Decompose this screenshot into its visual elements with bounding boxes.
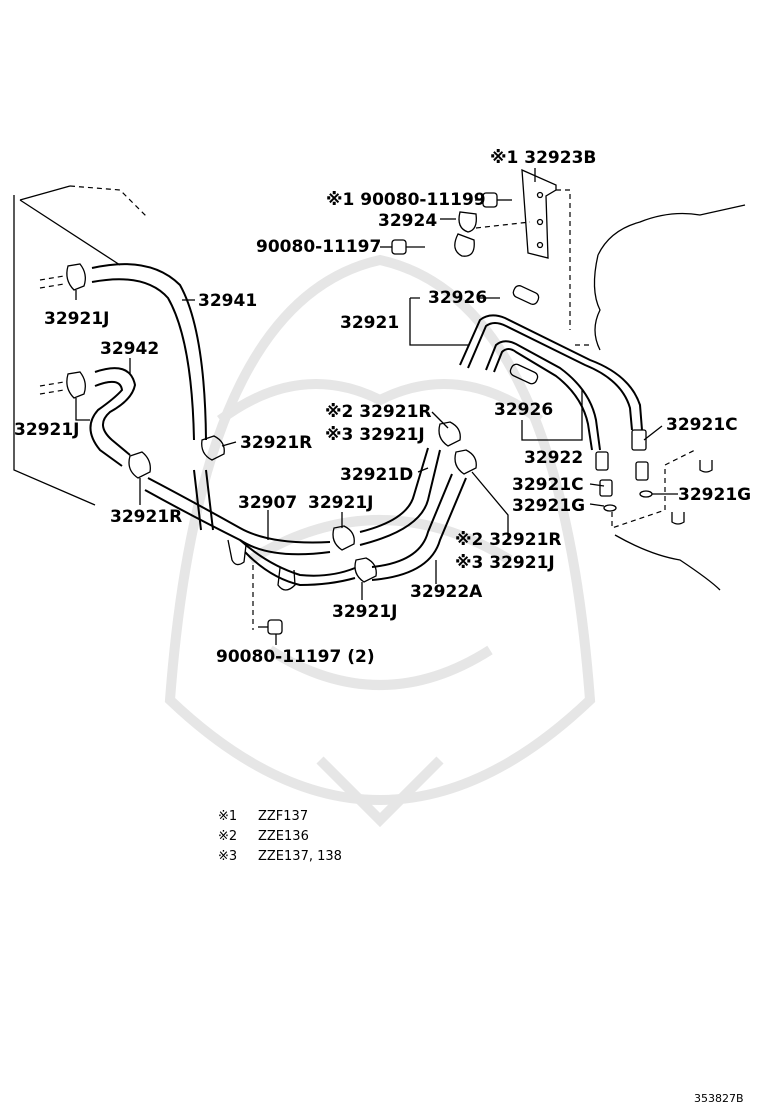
label-32921c-upper: 32921C (666, 415, 738, 435)
label-32921r-right: ※2 32921R (325, 402, 432, 422)
label-32921d: 32921D (340, 465, 413, 485)
clamp-32921j-upper (39, 263, 86, 291)
part-labels: ※1 32923B ※1 90080-11199 32924 90080-111… (14, 148, 751, 667)
label-32923b: ※1 32923B (490, 148, 596, 168)
label-32921r-right-lower: ※2 32921R (455, 530, 562, 550)
label-32921j-right: ※3 32921J (325, 425, 425, 445)
pipe-32922 (485, 340, 601, 451)
label-90080-11197-2: 90080-11197 (2) (216, 647, 375, 667)
bolt-90080-11197 (391, 239, 425, 255)
hose-32941 (91, 263, 214, 531)
legend-mark-3: ※3 (218, 849, 237, 864)
label-32921g-right: 32921G (678, 485, 751, 505)
label-32924: 32924 (378, 211, 437, 231)
label-90080-11199: ※1 90080-11199 (326, 190, 486, 210)
label-32907: 32907 (238, 493, 297, 513)
transmission-outline (593, 204, 746, 591)
hose-32922a (371, 473, 467, 581)
clamp-32924 (454, 211, 531, 257)
label-32921j-mid: 32921J (14, 420, 79, 440)
label-32921c-lower: 32921C (512, 475, 584, 495)
bracket-32923b (521, 168, 571, 330)
bolt-90080-11199 (482, 192, 512, 208)
label-32921g-lower: 32921G (512, 496, 585, 516)
legend: ※1 ZZF137 ※2 ZZE136 ※3 ZZE137, 138 (218, 809, 342, 864)
label-32942: 32942 (100, 339, 159, 359)
legend-text-1: ZZF137 (258, 809, 308, 824)
leader-lines (75, 168, 678, 645)
fitting-32921c-lower (595, 451, 613, 497)
label-32921j-upper: 32921J (44, 309, 109, 329)
label-32926-lower: 32926 (494, 400, 553, 420)
hose-32942 (89, 367, 137, 467)
clamp-32921r-right-lower (454, 449, 477, 475)
sleeve-32926-b (509, 363, 539, 385)
label-32921j-lower: 32921J (332, 602, 397, 622)
legend-text-2: ZZE136 (258, 829, 309, 844)
label-32921j-right-lower: ※3 32921J (455, 553, 555, 573)
pipe-32921 (459, 314, 643, 431)
label-32921r-lower: 32921R (110, 507, 182, 527)
clamp-32921j-lower (354, 557, 377, 583)
pipe-32907 (144, 477, 356, 630)
label-32922a: 32922A (410, 582, 483, 602)
label-90080-11197: 90080-11197 (256, 237, 381, 257)
hose-32921d (359, 447, 441, 546)
clamp-32921r-right (438, 421, 461, 447)
clamp-32921r-lower-left (128, 451, 151, 479)
legend-mark-1: ※1 (218, 809, 237, 824)
label-32941: 32941 (198, 291, 257, 311)
legend-text-3: ZZE137, 138 (258, 849, 342, 864)
label-32921j-center: 32921J (308, 493, 373, 513)
engine-block-outline (13, 185, 149, 506)
clamp-32921r-mid (201, 435, 225, 461)
legend-mark-2: ※2 (218, 829, 237, 844)
label-32926-upper: 32926 (428, 288, 487, 308)
bolt-90080-11197-lower (258, 619, 283, 635)
label-32921r-mid: 32921R (240, 433, 312, 453)
label-32921: 32921 (340, 313, 399, 333)
label-32922: 32922 (524, 448, 583, 468)
clamp-32921j-mid (39, 371, 86, 399)
figure-code: 353827B (694, 1092, 744, 1105)
fitting-32921c-upper (631, 429, 649, 481)
watermark-logo (164, 254, 596, 828)
clamp-32921j-center (332, 525, 355, 551)
sleeve-32926-a (512, 285, 540, 305)
